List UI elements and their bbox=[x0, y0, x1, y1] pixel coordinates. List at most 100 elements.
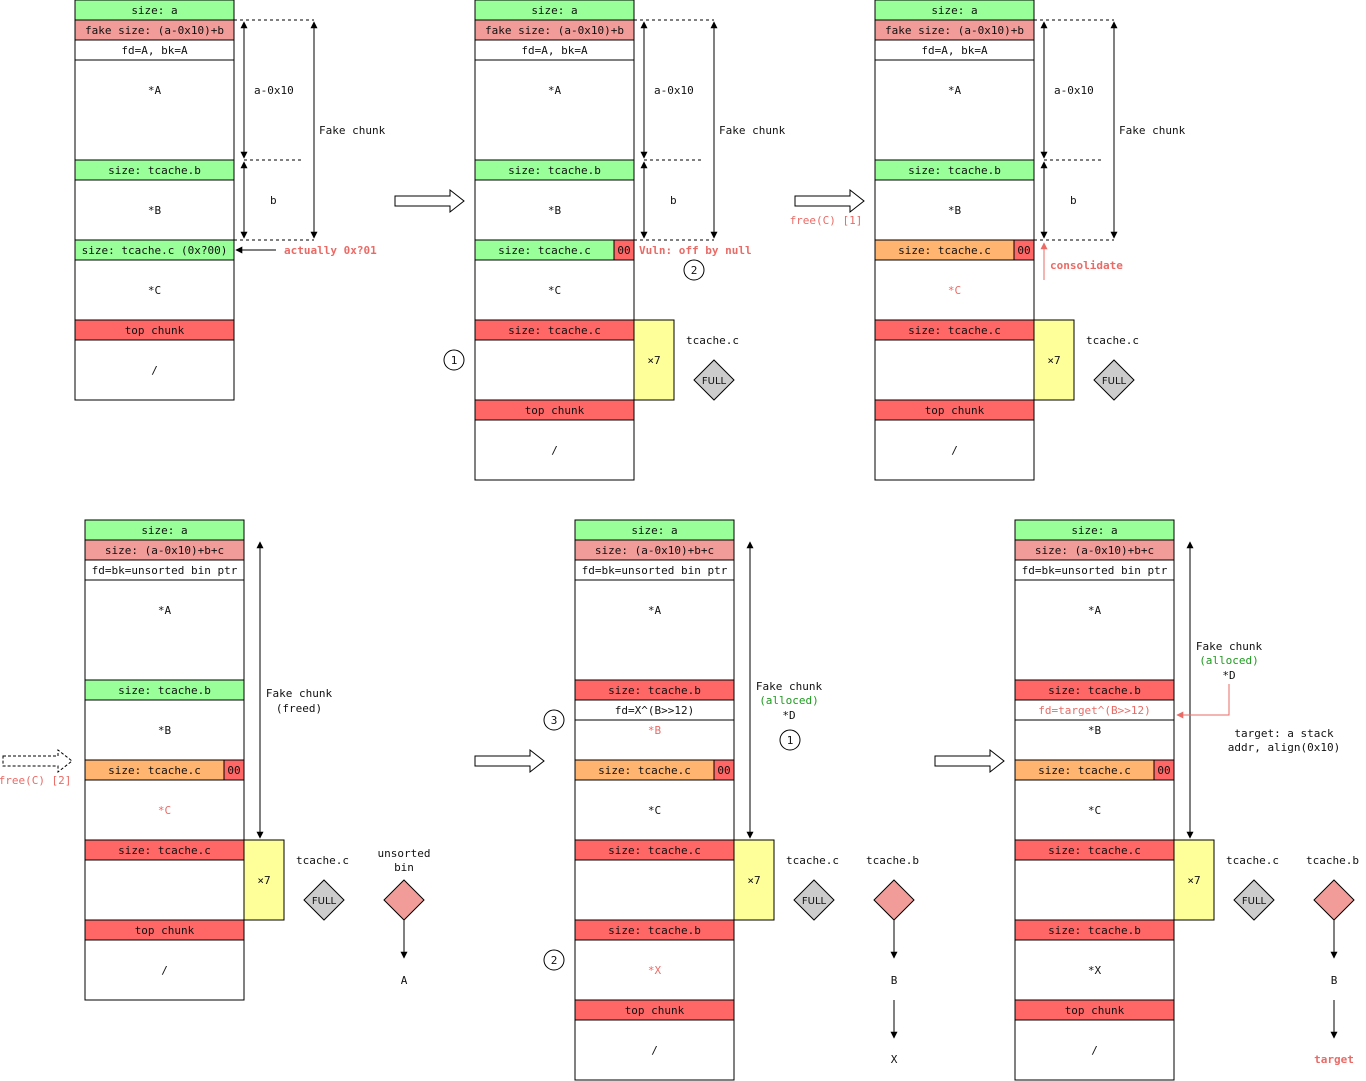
fake-chunk-label: Fake chunk bbox=[1119, 124, 1186, 137]
row-label: *C bbox=[948, 284, 961, 297]
transition-label: free(C) [2] bbox=[0, 774, 71, 787]
row-label: size: (a-0x10)+b+c bbox=[105, 544, 224, 557]
consolidate-label: consolidate bbox=[1050, 259, 1123, 272]
unsorted-bin-label: bin bbox=[394, 861, 414, 874]
row-label: size: a bbox=[141, 524, 187, 537]
step-marker bbox=[543, 709, 565, 731]
dim-label: b bbox=[270, 194, 277, 207]
null-byte-label: 00 bbox=[227, 764, 240, 777]
row-label: / bbox=[1091, 1044, 1098, 1057]
panel-2: size: a fake size: (a-0x10)+b fd=A, bk=A… bbox=[443, 0, 786, 481]
transition-arrow bbox=[934, 748, 1005, 774]
free-space bbox=[574, 1019, 735, 1081]
data-x bbox=[1014, 939, 1175, 1001]
step-label: 2 bbox=[691, 264, 698, 277]
row-label: size: a bbox=[531, 4, 577, 17]
unsorted-bin-diamond bbox=[383, 879, 425, 921]
fake-chunk-label: Fake chunk bbox=[1196, 640, 1263, 653]
row-label: size: tcache.b bbox=[608, 684, 701, 697]
full-diamond bbox=[693, 359, 735, 401]
transition-label: free(C) [1] bbox=[790, 214, 863, 227]
unsorted-bin-label: unsorted bbox=[378, 847, 431, 860]
row-label: / bbox=[161, 964, 168, 977]
step-marker bbox=[779, 729, 801, 751]
row-label: size: tcache.b bbox=[1048, 924, 1141, 937]
null-byte-label: 00 bbox=[1017, 244, 1030, 257]
full-diamond bbox=[303, 879, 345, 921]
step-label: 1 bbox=[787, 734, 794, 747]
data-b bbox=[474, 179, 635, 241]
step-marker bbox=[543, 949, 565, 971]
row-label: fake size: (a-0x10)+b bbox=[885, 24, 1024, 37]
row-label: size: tcache.b bbox=[118, 684, 211, 697]
full-label: FULL bbox=[312, 896, 337, 907]
row-label: size: tcache.b bbox=[608, 924, 701, 937]
dim-label: b bbox=[1070, 194, 1077, 207]
free-space bbox=[74, 339, 235, 401]
data-b bbox=[1014, 719, 1175, 761]
row-label: size: tcache.c bbox=[108, 764, 201, 777]
row-label: size: tcache.c bbox=[608, 844, 701, 857]
vuln-label: Vuln: off by null bbox=[639, 244, 752, 257]
target-note: target: a stack bbox=[1234, 727, 1334, 740]
row-label: size: tcache.c (0x?00) bbox=[82, 244, 228, 257]
bin-label: tcache.b bbox=[1306, 854, 1359, 867]
bin-entry: target bbox=[1314, 1053, 1354, 1066]
dim-label: b bbox=[670, 194, 677, 207]
row-label: size: tcache.b bbox=[108, 164, 201, 177]
row-label: fd=A, bk=A bbox=[921, 44, 988, 57]
fake-chunk-state: (freed) bbox=[276, 702, 322, 715]
full-label: FULL bbox=[802, 896, 827, 907]
multiplier-box bbox=[1173, 839, 1215, 921]
row-label: top chunk bbox=[1065, 1004, 1125, 1017]
row-label: top chunk bbox=[135, 924, 195, 937]
data-b bbox=[874, 179, 1035, 241]
step-label: 3 bbox=[551, 714, 558, 727]
data-x bbox=[574, 939, 735, 1001]
multiplier-box bbox=[633, 319, 675, 401]
row-label: *A bbox=[158, 604, 172, 617]
data-c bbox=[474, 259, 635, 321]
row-label: size: tcache.b bbox=[508, 164, 601, 177]
data-c bbox=[874, 259, 1035, 321]
data-b bbox=[74, 179, 235, 241]
row-label: top chunk bbox=[125, 324, 185, 337]
row-label: *A bbox=[1088, 604, 1102, 617]
transition-arrow bbox=[474, 748, 545, 774]
row-label: top chunk bbox=[925, 404, 985, 417]
tcache-c-chunk-data bbox=[474, 339, 635, 401]
bin-entry: B bbox=[891, 974, 898, 987]
row-label: size: tcache.c bbox=[118, 844, 211, 857]
bin-label: tcache.c bbox=[1086, 334, 1139, 347]
full-diamond bbox=[793, 879, 835, 921]
step-label: 1 bbox=[451, 354, 458, 367]
row-label: / bbox=[651, 1044, 658, 1057]
row-label: *B bbox=[148, 204, 162, 217]
row-label: fd=bk=unsorted bin ptr bbox=[1022, 564, 1168, 577]
data-c bbox=[84, 779, 245, 841]
row-label: size: tcache.c bbox=[908, 324, 1001, 337]
row-label: size: a bbox=[631, 524, 677, 537]
row-label: size: (a-0x10)+b+c bbox=[1035, 544, 1154, 557]
data-a bbox=[474, 59, 635, 161]
transition-arrow bbox=[394, 188, 465, 214]
fake-chunk-state: (alloced) bbox=[759, 694, 819, 707]
null-byte-label: 00 bbox=[717, 764, 730, 777]
step-marker bbox=[443, 349, 465, 371]
transition-arrow bbox=[794, 188, 865, 214]
row-label: *A bbox=[148, 84, 162, 97]
full-label: FULL bbox=[702, 376, 727, 387]
row-label: fd=X^(B>>12) bbox=[615, 704, 694, 717]
row-label: *A bbox=[648, 604, 662, 617]
fake-chunk-label: Fake chunk bbox=[719, 124, 786, 137]
data-a bbox=[84, 579, 245, 681]
bin-label: tcache.b bbox=[866, 854, 919, 867]
data-a bbox=[1014, 579, 1175, 681]
row-label: *B bbox=[158, 724, 172, 737]
row-label: fd=bk=unsorted bin ptr bbox=[582, 564, 728, 577]
row-label: size: tcache.c bbox=[1048, 844, 1141, 857]
overwrite-arrow bbox=[1176, 684, 1230, 719]
fake-chunk-label: Fake chunk bbox=[266, 687, 333, 700]
row-label: size: a bbox=[931, 4, 977, 17]
